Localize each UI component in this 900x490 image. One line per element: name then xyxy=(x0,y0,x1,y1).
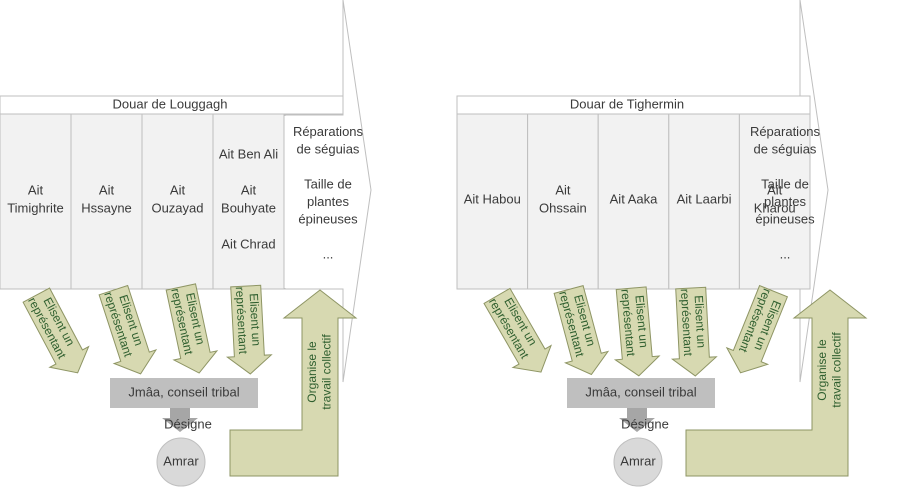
organise-arrow xyxy=(229,289,358,477)
task-text: plantes xyxy=(307,194,349,209)
lineage-cell xyxy=(668,113,740,290)
jmaa-label: Jmâa, conseil tribal xyxy=(128,384,239,399)
arrow-label-line: représentant xyxy=(233,286,251,355)
task-column-bg xyxy=(284,116,344,288)
arrow-label-line: représentant xyxy=(678,288,696,357)
lineage-name: Ait xyxy=(767,182,783,197)
arrow-shape xyxy=(165,283,219,374)
task-text: de séguias xyxy=(297,142,360,157)
task-text: Réparations xyxy=(750,124,821,139)
lineage-name: Ait xyxy=(241,182,257,197)
douar-title: Douar de Louggagh xyxy=(113,96,228,111)
designe-arrow xyxy=(162,408,198,432)
lineage-name: Ait Chrad xyxy=(221,236,275,251)
task-text: ... xyxy=(323,247,334,262)
arrow-label-line: Elisent un xyxy=(692,295,709,348)
arrow-shape xyxy=(98,284,158,375)
lineage-name: Ait xyxy=(555,182,571,197)
task-text: Taille de xyxy=(761,177,809,192)
organise-label-line: Organise le xyxy=(305,341,319,403)
arrow-label-line: Elisent un xyxy=(247,293,264,346)
organise-label-line: Organise le xyxy=(815,339,829,401)
amrar-label: Amrar xyxy=(163,453,199,468)
arrow-shape xyxy=(225,284,273,375)
designe-arrow xyxy=(619,408,655,432)
jmaa-box xyxy=(567,378,715,408)
lineage-name: Bouhyate xyxy=(221,200,276,215)
douar-title: Douar de Tighermin xyxy=(570,96,684,111)
lineage-name: Hssayne xyxy=(81,200,132,215)
arrow-shape xyxy=(22,287,90,374)
lineage-name: Kharou xyxy=(754,200,796,215)
lineage-name: Ait Ben Ali xyxy=(219,146,278,161)
arrow-shape xyxy=(483,287,553,373)
amrar-circle xyxy=(156,437,206,487)
lineage-name: Ait Aaka xyxy=(610,191,658,206)
task-text: épineuses xyxy=(755,212,815,227)
arrow-label-line: Elisent un xyxy=(632,295,651,349)
task-text: ... xyxy=(780,247,791,262)
task-text: Taille de xyxy=(304,177,352,192)
task-text: plantes xyxy=(764,194,806,209)
task-text: épineuses xyxy=(298,212,358,227)
lineage-cell xyxy=(456,113,529,290)
jmaa-label: Jmâa, conseil tribal xyxy=(585,384,696,399)
arrow-shape xyxy=(613,286,661,377)
lineage-name: Ait Laarbi xyxy=(677,191,732,206)
designe-label: Désigne xyxy=(621,416,669,431)
lineage-name: Ait xyxy=(170,182,186,197)
lineage-name: Ohssain xyxy=(539,200,587,215)
jmaa-box xyxy=(110,378,258,408)
task-text: Réparations xyxy=(293,124,364,139)
arrow-shape xyxy=(553,285,610,376)
task-text: de séguias xyxy=(754,142,817,157)
amrar-circle xyxy=(613,437,663,487)
lineage-cell xyxy=(597,113,670,290)
lineage-name: Timighrite xyxy=(7,200,64,215)
lineage-name: Ait Habou xyxy=(464,191,521,206)
designe-label: Désigne xyxy=(164,416,212,431)
lineage-cell xyxy=(70,113,143,290)
arrow-shape xyxy=(725,284,789,374)
lineage-cell xyxy=(738,113,811,290)
arrow-label-line: représentant xyxy=(618,288,638,357)
lineage-cell xyxy=(141,113,214,290)
organise-label-line: travail collectif xyxy=(319,334,333,410)
lineage-cell xyxy=(0,113,72,290)
arrow-shape xyxy=(670,286,718,377)
amrar-label: Amrar xyxy=(620,453,656,468)
organise-label-line: travail collectif xyxy=(829,332,843,408)
lineage-name: Ait xyxy=(28,182,44,197)
organise-arrow xyxy=(685,289,868,477)
lineage-name: Ait xyxy=(99,182,115,197)
lineage-cell xyxy=(212,113,285,290)
lineage-name: Ouzayad xyxy=(151,200,203,215)
